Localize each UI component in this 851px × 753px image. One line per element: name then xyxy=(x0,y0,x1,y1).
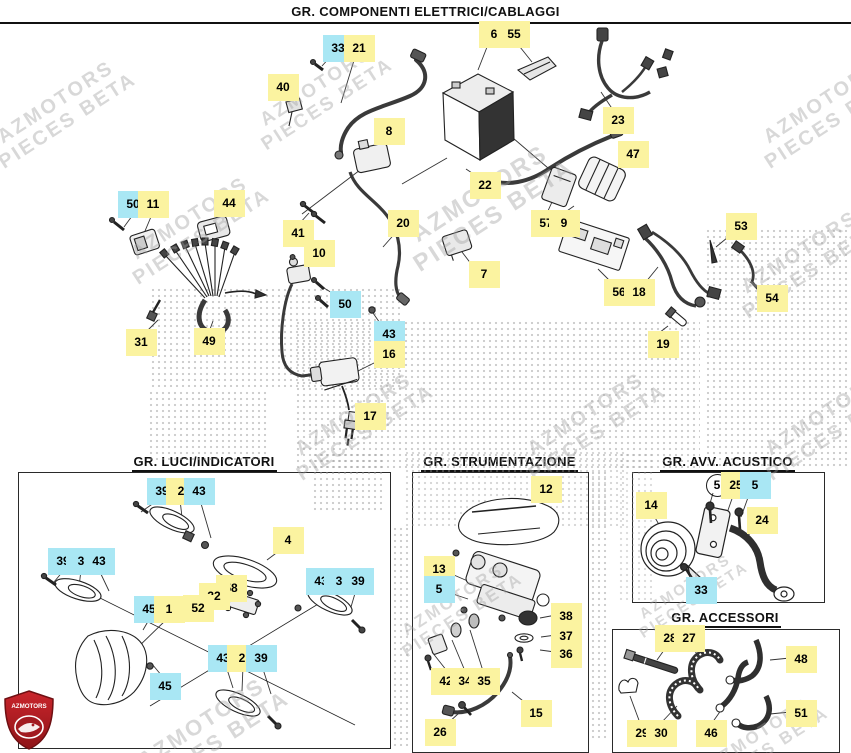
callout-35[interactable]: 35 xyxy=(468,667,500,695)
cable-20-drawing xyxy=(348,171,410,306)
section-title-strumentazione: GR. STRUMENTAZIONE xyxy=(412,454,587,472)
callout-52[interactable]: 52 xyxy=(182,594,214,622)
callout-18[interactable]: 18 xyxy=(623,278,655,306)
callout-49[interactable]: 49 xyxy=(193,327,225,355)
battery-drawing xyxy=(441,73,515,161)
callout-27[interactable]: 27 xyxy=(673,624,705,652)
callout-16[interactable]: 16 xyxy=(373,340,405,368)
callout-9[interactable]: 9 xyxy=(548,209,580,237)
callout-43[interactable]: 43 xyxy=(83,547,115,575)
top-divider xyxy=(0,22,851,24)
callout-20[interactable]: 20 xyxy=(387,209,419,237)
callout-17[interactable]: 17 xyxy=(354,402,386,430)
callout-10[interactable]: 10 xyxy=(303,239,335,267)
callout-26[interactable]: 26 xyxy=(424,718,456,746)
halftone-pattern xyxy=(590,470,610,740)
callout-23[interactable]: 23 xyxy=(602,106,634,134)
callout-40[interactable]: 40 xyxy=(267,73,299,101)
regulator-44-drawing xyxy=(196,215,231,242)
callout-30[interactable]: 30 xyxy=(645,719,677,747)
callout-46[interactable]: 46 xyxy=(695,719,727,747)
bracket-40-drawing xyxy=(285,97,303,127)
ignition-unit-drawing xyxy=(541,156,626,208)
callout-55[interactable]: 55 xyxy=(498,20,530,48)
callout-24[interactable]: 24 xyxy=(746,506,778,534)
callout-44[interactable]: 44 xyxy=(213,189,245,217)
section-title-acustico: GR. AVV. ACUSTICO xyxy=(632,454,823,472)
halftone-pattern xyxy=(148,390,268,460)
callout-45[interactable]: 45 xyxy=(149,672,181,700)
callout-15[interactable]: 15 xyxy=(520,699,552,727)
panel-luci xyxy=(18,472,391,749)
section-title-luci: GR. LUCI/INDICATORI xyxy=(18,454,390,472)
main-harness-drawing xyxy=(145,237,268,335)
ht-lead-drawing xyxy=(280,283,376,378)
pin-19-drawing xyxy=(664,306,687,327)
callout-31[interactable]: 31 xyxy=(125,328,157,356)
callout-22[interactable]: 22 xyxy=(469,171,501,199)
callout-54[interactable]: 54 xyxy=(756,284,788,312)
callout-51[interactable]: 51 xyxy=(785,699,817,727)
switch-11-drawing xyxy=(108,216,160,256)
section-title-elettrici: GR. COMPONENTI ELETTRICI/CABLAGGI xyxy=(291,4,560,19)
callout-36[interactable]: 36 xyxy=(550,640,582,668)
callout-50[interactable]: 50 xyxy=(329,290,361,318)
callout-39[interactable]: 39 xyxy=(342,567,374,595)
needle-53-drawing xyxy=(709,239,718,264)
halftone-pattern xyxy=(295,320,700,468)
flasher-7-drawing xyxy=(441,229,473,261)
callout-11[interactable]: 11 xyxy=(137,190,169,218)
halftone-pattern xyxy=(705,228,851,468)
cable-22-drawing xyxy=(478,126,624,185)
callout-53[interactable]: 53 xyxy=(725,212,757,240)
screws-50-drawing xyxy=(310,276,329,309)
callout-8[interactable]: 8 xyxy=(373,117,405,145)
callout-7[interactable]: 7 xyxy=(468,260,500,288)
cable-21-drawing xyxy=(309,48,427,160)
callout-43[interactable]: 43 xyxy=(183,477,215,505)
callout-19[interactable]: 19 xyxy=(647,330,679,358)
callout-12[interactable]: 12 xyxy=(530,475,562,503)
section-title-accessori: GR. ACCESSORI xyxy=(612,610,838,628)
callout-21[interactable]: 21 xyxy=(343,34,375,62)
logo-text: AZMOTORS xyxy=(11,703,46,710)
callout-5[interactable]: 5 xyxy=(423,575,455,603)
callout-39[interactable]: 39 xyxy=(245,644,277,672)
callout-1[interactable]: 1 xyxy=(153,595,185,623)
battery-wedge-drawing xyxy=(516,56,557,81)
callout-33[interactable]: 33 xyxy=(685,576,717,604)
ignition-coil-16-drawing xyxy=(309,357,360,391)
halftone-pattern xyxy=(150,287,400,387)
callout-4[interactable]: 4 xyxy=(272,526,304,554)
callout-5[interactable]: 5 xyxy=(739,471,771,499)
callout-48[interactable]: 48 xyxy=(785,645,817,673)
halftone-pattern xyxy=(392,526,410,746)
azmotors-logo: AZMOTORS xyxy=(4,690,54,750)
callout-47[interactable]: 47 xyxy=(617,140,649,168)
callout-14[interactable]: 14 xyxy=(635,491,667,519)
